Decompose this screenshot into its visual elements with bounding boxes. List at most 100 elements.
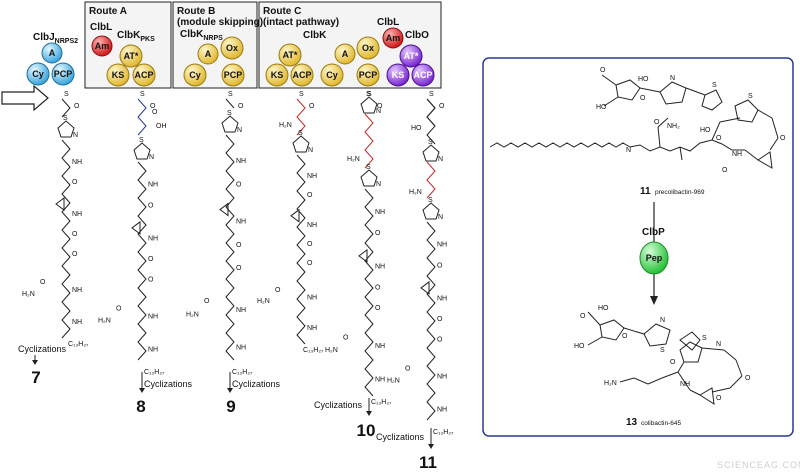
route-a-clbl-label: ClbL — [90, 22, 112, 33]
svg-text:KS: KS — [392, 70, 405, 80]
svg-text:O: O — [722, 167, 728, 174]
svg-text:S: S — [702, 335, 707, 342]
svg-text:A: A — [342, 49, 349, 59]
svg-text:O: O — [716, 395, 722, 402]
svg-text:Pep: Pep — [646, 253, 663, 263]
svg-text:PCP: PCP — [359, 70, 378, 80]
svg-text:A: A — [49, 48, 56, 58]
amide-nh-4-c: NH — [375, 343, 385, 350]
thiazole-ring-4-a — [360, 96, 378, 114]
amide-o-2-a: O — [236, 181, 242, 188]
route-a-am-bead — [91, 35, 113, 57]
amide-nh-3-d: NH — [307, 325, 317, 332]
keto-o-1-c: O — [148, 276, 154, 283]
svg-text:AT*: AT* — [124, 51, 139, 61]
route-a-acp-bead — [132, 63, 156, 87]
thiazole-n-2: N — [237, 127, 242, 134]
svg-text:S: S — [748, 93, 753, 100]
cyclopropane-3 — [290, 208, 300, 223]
clbj-a-bead — [41, 42, 63, 64]
svg-text:ACP: ACP — [134, 70, 153, 80]
clbj-domains: A Cy PCP — [26, 42, 75, 86]
svg-text:KS: KS — [112, 70, 125, 80]
thioester-s-1: S — [140, 91, 145, 98]
amide-nh-1-d: NH — [148, 347, 158, 354]
thiazole-s-1: S — [139, 137, 144, 144]
thiazole-ring-2 — [221, 115, 239, 133]
route-c-domains: AT* KS ACP A Ox Cy PCP Am AT* KS ACP — [265, 27, 435, 87]
thiazole-ring-5 — [422, 202, 440, 220]
asn-o-0: O — [40, 279, 46, 286]
thiazole-ring-5-a — [422, 144, 440, 162]
route-b-domains: A Ox Cy PCP — [183, 36, 245, 87]
asn-o-1: O — [116, 305, 122, 312]
svg-text:O: O — [580, 313, 586, 320]
route-c-acp2-bead — [411, 63, 435, 87]
alkyl-tail-4: C₁₃H₂₇ — [371, 399, 392, 406]
alkyl-tail-3: C₁₃H₂₇ — [303, 347, 324, 354]
route-a-domains: Am AT* KS ACP — [91, 35, 156, 87]
amide-nh-2-a: NH — [236, 158, 246, 165]
amide-nh-5-a: NH — [437, 242, 447, 249]
route-c-cy-bead — [320, 63, 344, 87]
thiazole-n-0: N — [73, 132, 78, 139]
compound-11: Cyclizations 11 — [376, 428, 437, 472]
svg-text:O: O — [654, 119, 660, 126]
svg-text:O: O — [780, 135, 786, 142]
amide-o-4-a: O — [375, 230, 381, 237]
compound-10: Cyclizations 10 — [314, 398, 375, 440]
amide-nh-0-a: NH — [72, 159, 82, 166]
route-a-at-bead — [119, 44, 143, 68]
chain-bond — [296, 154, 306, 345]
asn-h2n-2: H₂N — [186, 312, 199, 319]
svg-text:Cy: Cy — [189, 70, 201, 80]
thiazole-s-0: S — [63, 115, 68, 122]
asn-o-2: O — [204, 298, 210, 305]
amide-nh-1-c: NH — [148, 314, 158, 321]
route-b-title: Route B — [177, 6, 215, 17]
chain-bond — [426, 98, 436, 145]
thiazole-n-1: N — [149, 154, 154, 161]
asn-o-3: O — [275, 287, 281, 294]
svg-text:10: 10 — [357, 421, 376, 440]
route-c-pcp-bead — [356, 63, 380, 87]
clbp-enzyme: ClbP Pep — [639, 202, 669, 305]
keto-o-1: O — [152, 109, 158, 116]
route-a-ks-bead — [106, 63, 130, 87]
amide-nh-4-a: NH — [375, 209, 385, 216]
colibactin-structure: HO HO O O N S S N O O H₂N NH O 13 coliba… — [574, 305, 751, 428]
svg-text:Ox: Ox — [226, 43, 238, 53]
route-b-pcp-bead — [221, 63, 245, 87]
thioester-o-1: O — [150, 103, 156, 110]
amino-h2n-5: H₂N — [409, 189, 422, 196]
amide-nh-0-c: NH — [72, 287, 82, 294]
route-c-ox-bead — [356, 36, 380, 60]
keto-o-0-b: O — [72, 231, 78, 238]
keto-o-2-b: O — [236, 242, 242, 249]
svg-text:O: O — [640, 95, 646, 102]
svg-text:A: A — [205, 49, 212, 59]
keto-o-5-c: O — [437, 336, 443, 343]
alkyl-tail-2: C₁₃H₂₇ — [232, 369, 253, 376]
keto-o-4-b: O — [375, 284, 381, 291]
amide-o-1-a: O — [148, 202, 154, 209]
chain-bond — [61, 139, 71, 339]
amide-nh-4-b: NH — [375, 263, 385, 270]
thiazole-s-2: S — [227, 110, 232, 117]
clbj-pcp-bead — [51, 62, 75, 86]
amide-nh-0-d: NH — [72, 319, 82, 326]
asn-o-5: O — [405, 365, 411, 372]
asn-h2n-4: H₂N — [325, 347, 338, 354]
keto-o-4-c: O — [375, 305, 381, 312]
route-b-clbk-label: ClbKNRPS — [180, 29, 223, 42]
amide-o-5-a: O — [437, 262, 443, 269]
keto-o-5-b: O — [437, 316, 443, 323]
thiazole-s-4-a: S — [366, 91, 371, 98]
svg-text:S: S — [712, 82, 717, 89]
svg-text:Cyclizations: Cyclizations — [232, 379, 281, 389]
input-arrow — [1, 84, 49, 112]
thioester-s-2: S — [228, 91, 233, 98]
svg-text:Cyclizations: Cyclizations — [314, 400, 363, 410]
